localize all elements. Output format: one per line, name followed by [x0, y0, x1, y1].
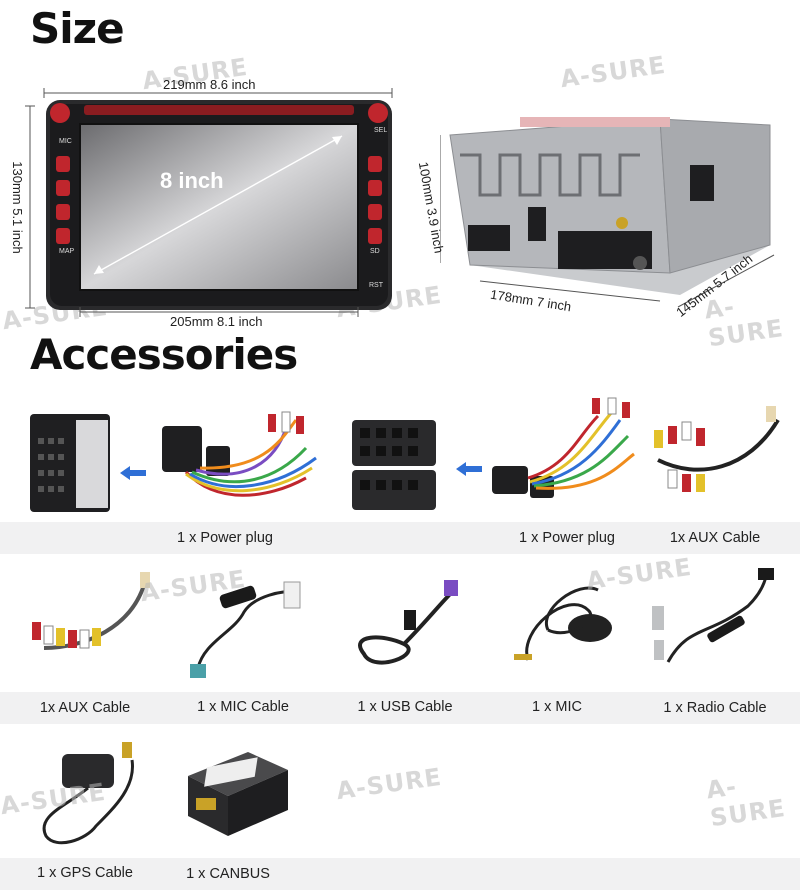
- caption-aux-cable-1: 1x AUX Cable: [669, 530, 761, 546]
- arrow-left-icon: [120, 466, 146, 480]
- caption-band: [0, 858, 800, 890]
- watermark: A-SURE: [704, 772, 788, 833]
- iso-connector-image: [352, 420, 436, 510]
- caption-canbus: 1 x CANBUS: [186, 866, 270, 882]
- aux-cable-image: [654, 406, 780, 492]
- caption-mic: 1 x MIC: [532, 699, 582, 715]
- panel-label-sel: SEL: [374, 127, 388, 134]
- panel-label-mic: MIC: [59, 138, 72, 145]
- caption-mic-cable: 1 x MIC Cable: [197, 699, 289, 715]
- gps-antenna-image: [42, 742, 135, 845]
- caption-aux-cable-2: 1x AUX Cable: [39, 700, 131, 716]
- accessories-heading: Accessories: [30, 330, 298, 379]
- caption-band: [0, 522, 800, 554]
- canbus-decoder-image: [188, 752, 288, 836]
- panel-label-rst: RST: [369, 282, 383, 289]
- arrow-left-icon: [456, 462, 482, 476]
- aux-cable-image: [32, 572, 150, 650]
- radio-cable-image: [652, 568, 774, 663]
- caption-power-plug-2: 1 x Power plug: [519, 530, 615, 546]
- caption-power-plug-1: 1 x Power plug: [177, 530, 273, 546]
- caption-radio-cable: 1 x Radio Cable: [663, 700, 767, 716]
- watermark: A-SURE: [334, 762, 444, 806]
- caption-band: [0, 692, 800, 724]
- panel-label-sd: SD: [370, 248, 380, 255]
- power-harness-image: [492, 397, 635, 498]
- power-harness-image: [162, 411, 317, 497]
- usb-cable-image: [358, 580, 458, 665]
- front-width-label: 219mm 8.6 inch: [163, 77, 256, 92]
- head-unit-rear-image: [440, 117, 775, 308]
- microphone-image: [514, 586, 612, 661]
- watermark: A-SURE: [558, 50, 668, 94]
- caption-gps-cable: 1 x GPS Cable: [37, 865, 133, 881]
- quadlock-connector-image: [30, 414, 110, 512]
- screen-width-label: 205mm 8.1 inch: [170, 314, 263, 329]
- panel-label-map: MAP: [59, 248, 75, 255]
- screen-size-label: 8 inch: [160, 168, 224, 193]
- head-unit-front-image: [25, 88, 393, 317]
- front-height-label: 130mm 5.1 inch: [9, 161, 25, 254]
- caption-usb-cable: 1 x USB Cable: [357, 699, 453, 715]
- mic-cable-image: [190, 581, 301, 678]
- size-heading: Size: [30, 4, 125, 53]
